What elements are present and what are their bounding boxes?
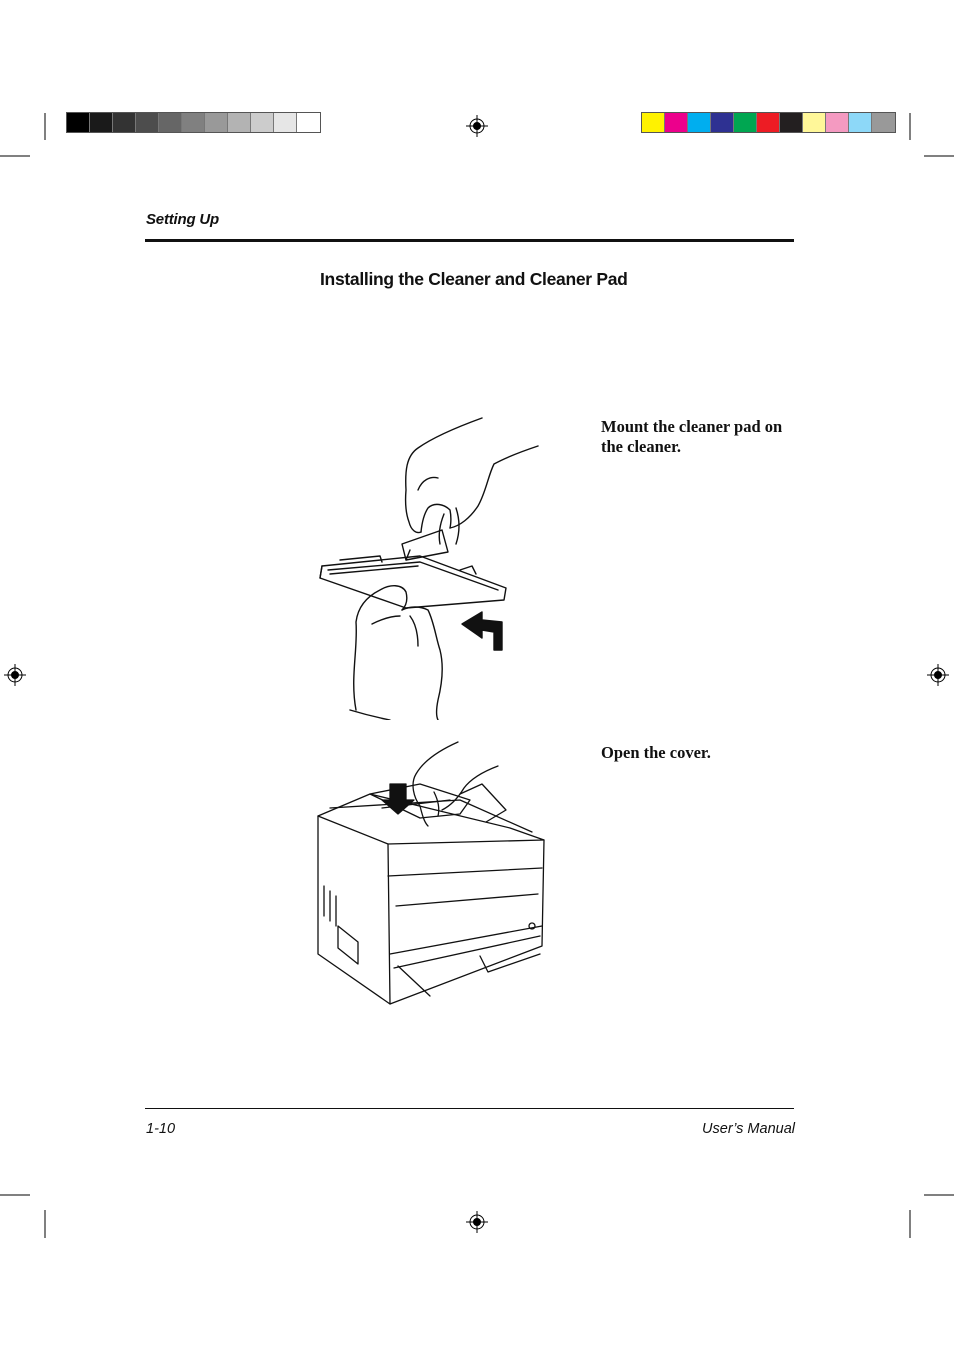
running-header: Setting Up bbox=[146, 211, 219, 228]
color-swatch bbox=[803, 113, 826, 132]
header-rule bbox=[145, 239, 794, 242]
color-swatch bbox=[688, 113, 711, 132]
cleaner-pad-illustration bbox=[319, 417, 539, 720]
color-swatch bbox=[113, 113, 136, 132]
color-swatch bbox=[642, 113, 665, 132]
step-open-cover: Open the cover. bbox=[601, 743, 711, 762]
color-swatch bbox=[711, 113, 734, 132]
registration-target-icon bbox=[4, 115, 949, 1233]
color-swatch bbox=[90, 113, 113, 132]
color-swatch bbox=[872, 113, 895, 132]
color-swatch bbox=[228, 113, 251, 132]
printer-open-cover-illustration bbox=[317, 741, 545, 1005]
page-number: 1-10 bbox=[146, 1121, 176, 1137]
section-title: Installing the Cleaner and Cleaner Pad bbox=[320, 269, 628, 289]
color-swatch bbox=[734, 113, 757, 132]
grayscale-bar bbox=[66, 112, 321, 133]
color-swatch bbox=[205, 113, 228, 132]
step-mount-pad: Mount the cleaner pad on the cleaner. bbox=[601, 417, 783, 456]
color-swatch bbox=[251, 113, 274, 132]
color-swatch bbox=[826, 113, 849, 132]
color-swatch bbox=[665, 113, 688, 132]
color-swatch bbox=[274, 113, 297, 132]
color-swatch bbox=[136, 113, 159, 132]
manual-title: User’s Manual bbox=[702, 1121, 795, 1137]
footer-rule bbox=[145, 1108, 794, 1109]
color-bar bbox=[641, 112, 896, 133]
color-swatch bbox=[67, 113, 90, 132]
color-swatch bbox=[182, 113, 205, 132]
color-swatch bbox=[297, 113, 320, 132]
color-swatch bbox=[757, 113, 780, 132]
color-swatch bbox=[780, 113, 803, 132]
color-swatch bbox=[159, 113, 182, 132]
color-swatch bbox=[849, 113, 872, 132]
